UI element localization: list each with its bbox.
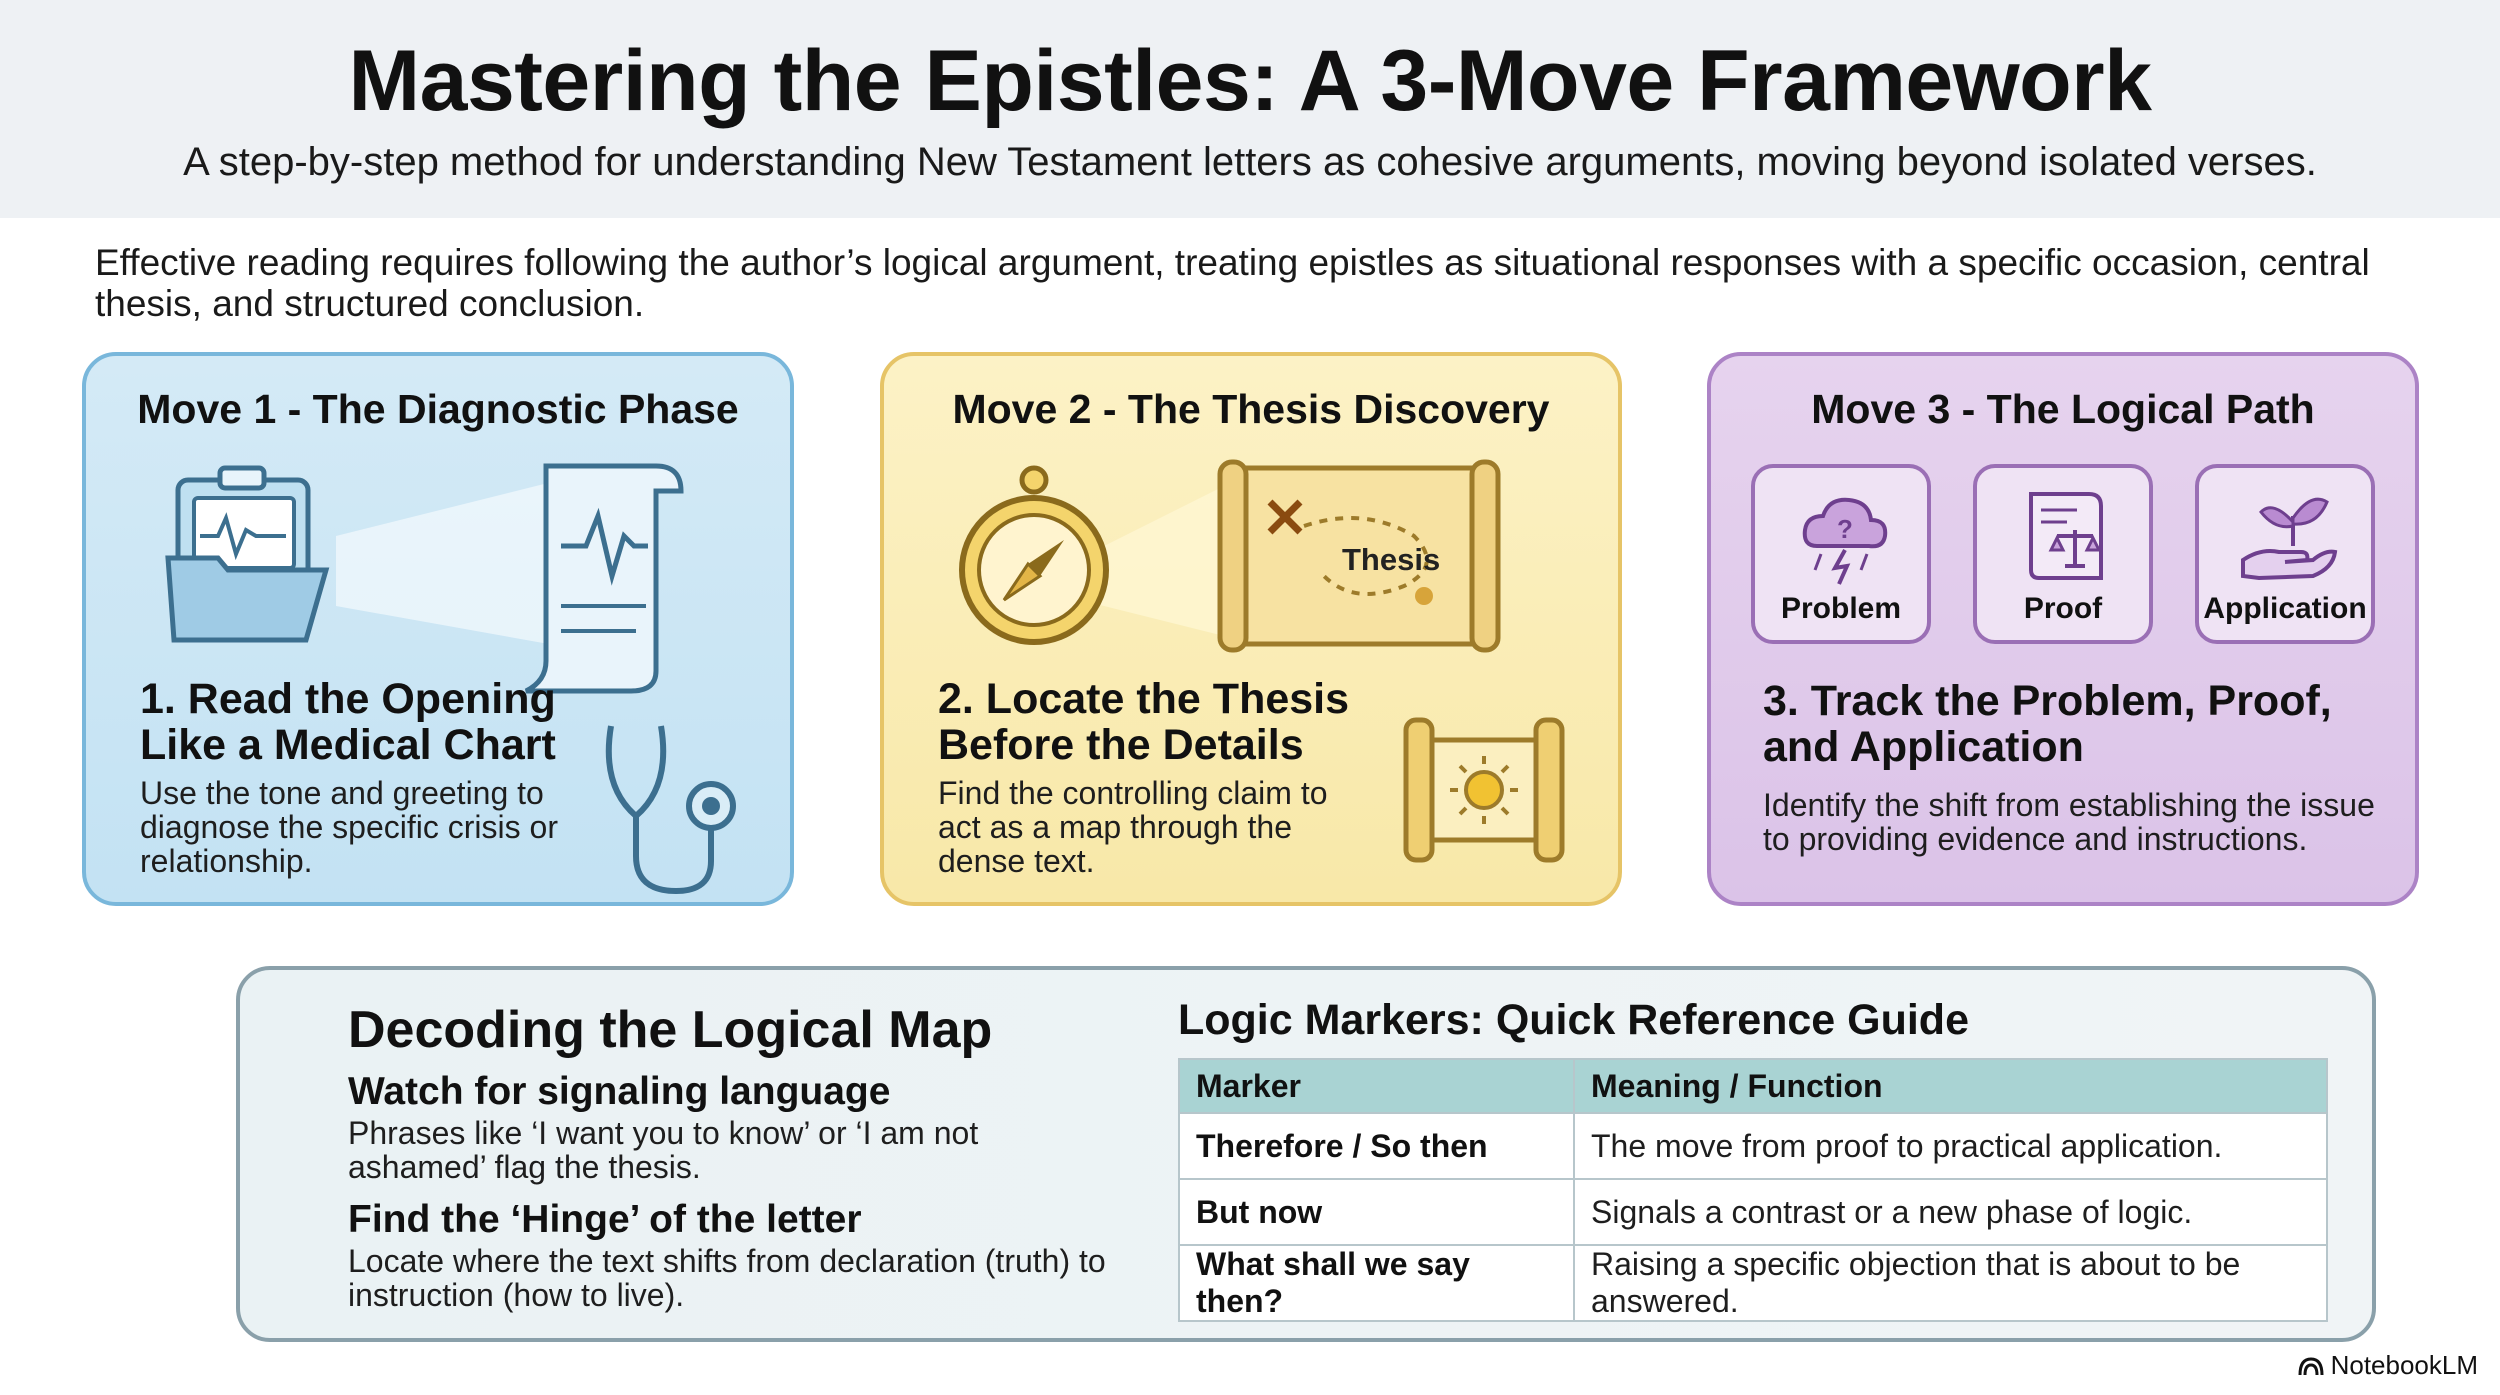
problem-box: ? Problem: [1751, 464, 1931, 644]
column-header: Meaning / Function: [1573, 1058, 2328, 1114]
move-3-heading: Move 3 - The Logical Path: [1811, 386, 2315, 432]
header-banner: Mastering the Epistles: A 3-Move Framewo…: [0, 0, 2500, 218]
meaning-cell: The move from proof to practical applica…: [1573, 1112, 2328, 1180]
page-subtitle: A step-by-step method for understanding …: [183, 140, 2317, 184]
notebooklm-logo-icon: [2298, 1356, 2324, 1375]
point-1-heading: Watch for signaling language: [348, 1070, 891, 1113]
table-header-row: Marker Meaning / Function: [1178, 1058, 2328, 1114]
problem-label: Problem: [1780, 592, 1902, 625]
table-row: Therefore / So then The move from proof …: [1178, 1112, 2328, 1180]
point-1-text: Phrases like ‘I want you to know’ or ‘I …: [348, 1115, 979, 1185]
move-1-heading: Move 1 - The Diagnostic Phase: [137, 386, 739, 432]
reference-title: Logic Markers: Quick Reference Guide: [1178, 996, 1969, 1044]
sun-scroll-icon: [1403, 717, 1565, 863]
document-scales-icon: [2029, 492, 2103, 580]
storm-cloud-icon: ?: [1802, 497, 1888, 585]
move-3-description: Identify the shift from establishing the…: [1763, 787, 2375, 857]
map-thesis-label: Thesis: [1342, 542, 1441, 577]
decoding-title: Decoding the Logical Map: [348, 1001, 993, 1059]
proof-label: Proof: [2023, 592, 2103, 625]
move-2-step-title: 2. Locate the Thesis Before the Details: [938, 675, 1350, 769]
move-1-description: Use the tone and greeting to diagnose th…: [140, 775, 558, 879]
brand-name: NotebookLM: [2330, 1350, 2478, 1380]
page-title: Mastering the Epistles: A 3-Move Framewo…: [348, 33, 2152, 129]
logic-markers-table: Marker Meaning / Function Therefore / So…: [1178, 1058, 2328, 1322]
meaning-cell: Signals a contrast or a new phase of log…: [1573, 1178, 2328, 1246]
chart-scroll-icon: [524, 463, 684, 694]
svg-text:?: ?: [1837, 514, 1853, 544]
compass-icon: [959, 465, 1109, 645]
move-3-step-title: 3. Track the Problem, Proof, and Applica…: [1763, 677, 2332, 771]
hand-plant-icon: [2241, 497, 2338, 581]
application-label: Application: [2203, 592, 2367, 625]
decoding-panel: Decoding the Logical Map Watch for signa…: [236, 966, 2376, 1342]
column-header: Marker: [1178, 1058, 1575, 1114]
move-2-description: Find the controlling claim to act as a m…: [938, 775, 1328, 879]
marker-cell: Therefore / So then: [1178, 1112, 1575, 1180]
clipboard-folder-icon: [165, 465, 330, 643]
move-3-card: Move 3 - The Logical Path ? Problem Proo…: [1707, 352, 2419, 906]
move-2-card: Move 2 - The Thesis Discovery Thesis 2. …: [880, 352, 1622, 906]
point-2-heading: Find the ‘Hinge’ of the letter: [348, 1198, 862, 1241]
light-beam-icon: [1064, 466, 1264, 646]
move-1-step-title: 1. Read the Opening Like a Medical Chart: [140, 675, 556, 769]
marker-cell: But now: [1178, 1178, 1575, 1246]
proof-box: Proof: [1973, 464, 2153, 644]
meaning-cell: Raising a specific objection that is abo…: [1573, 1244, 2328, 1322]
point-2-text: Locate where the text shifts from declar…: [348, 1243, 1106, 1313]
brand-watermark: NotebookLM: [2297, 1350, 2478, 1381]
intro-text: Effective reading requires following the…: [95, 242, 2370, 324]
marker-cell: What shall we say then?: [1178, 1244, 1575, 1322]
move-2-heading: Move 2 - The Thesis Discovery: [952, 386, 1550, 432]
table-row: But now Signals a contrast or a new phas…: [1178, 1178, 2328, 1246]
move-1-card: Move 1 - The Diagnostic Phase 1. Read th…: [82, 352, 794, 906]
table-row: What shall we say then? Raising a specif…: [1178, 1244, 2328, 1322]
treasure-map-icon: [1217, 459, 1501, 653]
stethoscope-icon: [605, 725, 736, 895]
application-box: Application: [2195, 464, 2375, 644]
